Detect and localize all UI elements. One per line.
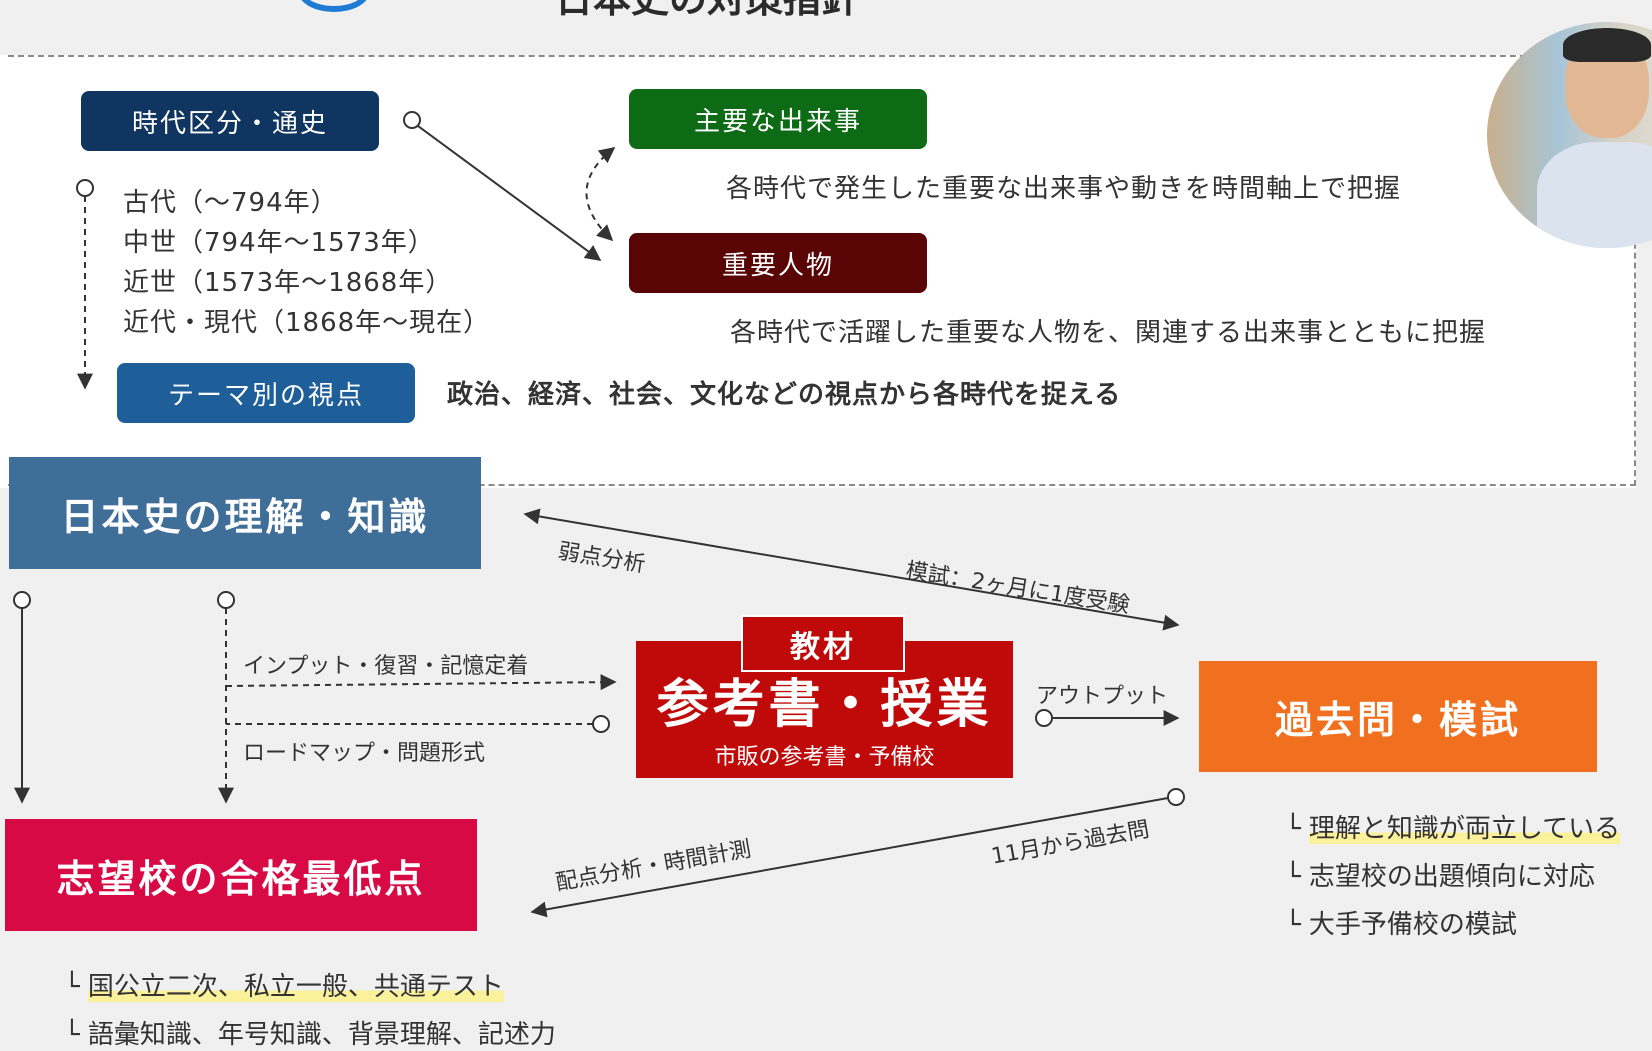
era-item: 古代（〜794年） [123,188,338,218]
past-exam-bullet: └ 理解と知識が両立している [1285,814,1621,844]
top-panel-frame [8,55,1636,486]
goal-bullet: └ 国公立二次、私立一般、共通テスト [64,972,504,1002]
output-label: アウトプット [1036,684,1169,709]
past-exam-bullet: └ 志望校の出題傾向に対応 [1285,862,1595,892]
bullet-text: 大手予備校の模試 [1308,910,1517,940]
goal-bullet: └ 語彙知識、年号知識、背景理解、記述力 [64,1020,556,1050]
era-item: 近代・現代（1868年〜現在） [123,308,491,338]
knowledge-box: 日本史の理解・知識 [9,457,481,569]
bullet-text: 語彙知識、年号知識、背景理解、記述力 [87,1020,556,1050]
era-box: 時代区分・通史 [81,91,379,151]
instructor-photo [1487,22,1652,248]
era-item: 中世（794年〜1573年） [123,228,435,258]
bullet-text: 理解と知識が両立している [1308,814,1621,844]
textbook-sub-label: 市販の参考書・予備校 [714,745,935,770]
roadmap-label: ロードマップ・問題形式 [243,741,486,766]
past-exam-box: 過去問・模試 [1199,661,1597,772]
goal-box: 志望校の合格最低点 [5,819,477,931]
people-box: 重要人物 [629,233,927,293]
era-item: 近世（1573年〜1868年） [123,268,453,298]
input-label: インプット・復習・記憶定着 [243,654,529,679]
bullet-text: 国公立二次、私立一般、共通テスト [87,972,504,1002]
textbook-tag: 教材 [741,615,905,672]
past-exam-bullet: └ 大手予備校の模試 [1285,910,1517,940]
bullet-text: 志望校の出題傾向に対応 [1308,862,1595,892]
events-description: 各時代で発生した重要な出来事や動きを時間軸上で把握 [726,174,1402,204]
page-title: 日本史の対策指針 [555,0,859,23]
people-description: 各時代で活躍した重要な人物を、関連する出来事とともに把握 [730,318,1487,348]
theme-description: 政治、経済、社会、文化などの視点から各時代を捉える [447,380,1122,410]
textbook-main-label: 参考書・授業 [656,675,993,735]
events-box: 主要な出来事 [629,89,927,149]
theme-box: テーマ別の視点 [117,363,415,423]
